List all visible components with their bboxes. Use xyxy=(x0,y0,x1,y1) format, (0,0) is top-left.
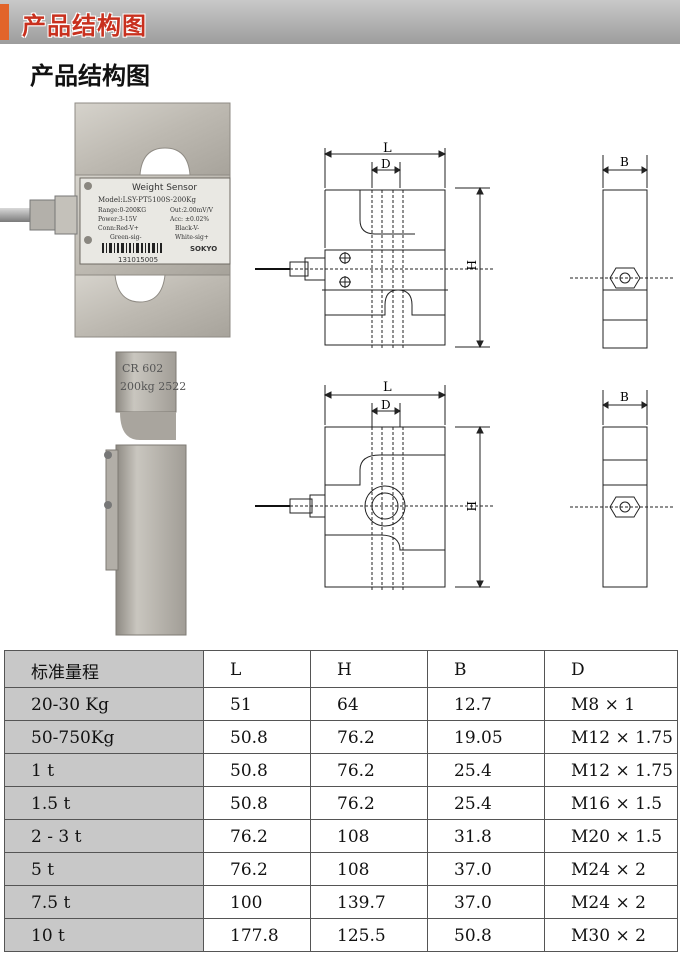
dim-L-2: L xyxy=(383,380,392,395)
cell-range: 5 t xyxy=(4,852,204,886)
header-H: H xyxy=(310,650,428,688)
label-range: Range:0-200KG xyxy=(98,207,146,214)
label-green: Green-sig- xyxy=(110,234,142,241)
cell-L: 177.8 xyxy=(203,918,311,952)
cell-B: 12.7 xyxy=(427,687,545,721)
cell-D: M24 × 2 xyxy=(544,885,678,919)
cell-range: 20-30 Kg xyxy=(4,687,204,721)
cell-range: 7.5 t xyxy=(4,885,204,919)
cell-H: 125.5 xyxy=(310,918,428,952)
spec-table: 标准量程 L H B D 20-30 Kg 51 64 12.7 M8 × 1 … xyxy=(4,650,678,952)
cell-L: 50.8 xyxy=(203,786,311,820)
cell-D: M16 × 1.5 xyxy=(544,786,678,820)
stamp-line-1: CR 602 xyxy=(122,362,163,375)
table-row: 50-750Kg 50.8 76.2 19.05 M12 × 1.75 xyxy=(4,720,678,754)
dim-B-1: B xyxy=(620,155,629,169)
cell-B: 31.8 xyxy=(427,819,545,853)
cell-H: 64 xyxy=(310,687,428,721)
table-row: 1 t 50.8 76.2 25.4 M12 × 1.75 xyxy=(4,753,678,787)
cell-H: 76.2 xyxy=(310,786,428,820)
label-title: Weight Sensor xyxy=(132,183,197,193)
table-row: 5 t 76.2 108 37.0 M24 × 2 xyxy=(4,852,678,886)
cell-B: 25.4 xyxy=(427,786,545,820)
cell-H: 108 xyxy=(310,852,428,886)
stamp-line-2: 200kg 2522 xyxy=(120,380,186,393)
cell-L: 51 xyxy=(203,687,311,721)
cell-B: 37.0 xyxy=(427,852,545,886)
cell-H: 139.7 xyxy=(310,885,428,919)
label-brand: SOKYO xyxy=(190,245,217,253)
sensor-front-photo: Weight Sensor Model:LSY-PT5100S-200Kg Ra… xyxy=(0,102,231,338)
table-row: 20-30 Kg 51 64 12.7 M8 × 1 xyxy=(4,687,678,721)
barcode xyxy=(102,243,162,253)
header-range: 标准量程 xyxy=(4,650,204,688)
cell-L: 50.8 xyxy=(203,720,311,754)
dim-H-1: H xyxy=(464,260,478,270)
cell-range: 10 t xyxy=(4,918,204,952)
label-serial: 131015005 xyxy=(118,256,158,264)
label-acc: Acc: ±0.02% xyxy=(169,216,209,223)
cell-B: 25.4 xyxy=(427,753,545,787)
table-row: 2 - 3 t 76.2 108 31.8 M20 × 1.5 xyxy=(4,819,678,853)
cell-L: 76.2 xyxy=(203,852,311,886)
table-row: 1.5 t 50.8 76.2 25.4 M16 × 1.5 xyxy=(4,786,678,820)
cell-D: M12 × 1.75 xyxy=(544,720,678,754)
side-drawing-1: B xyxy=(570,155,675,349)
label-out: Out:2.00mV/V xyxy=(170,207,214,214)
cell-H: 76.2 xyxy=(310,720,428,754)
banner-title: 产品结构图 xyxy=(22,12,147,40)
dim-D-2: D xyxy=(381,398,391,412)
cell-range: 2 - 3 t xyxy=(4,819,204,853)
table-row: 7.5 t 100 139.7 37.0 M24 × 2 xyxy=(4,885,678,919)
page-title: 产品结构图 xyxy=(30,61,150,90)
sensor-side-photo: CR 602 200kg 2522 xyxy=(104,351,187,636)
cell-L: 100 xyxy=(203,885,311,919)
cell-D: M12 × 1.75 xyxy=(544,753,678,787)
cell-range: 1.5 t xyxy=(4,786,204,820)
dim-H-2: H xyxy=(464,501,478,511)
cell-H: 108 xyxy=(310,819,428,853)
cell-D: M24 × 2 xyxy=(544,852,678,886)
header-L: L xyxy=(203,650,311,688)
label-white: White-sig+ xyxy=(175,234,209,241)
cell-range: 50-750Kg xyxy=(4,720,204,754)
cell-B: 50.8 xyxy=(427,918,545,952)
header-B: B xyxy=(427,650,545,688)
front-drawing-2: L D H xyxy=(255,380,495,590)
cell-L: 50.8 xyxy=(203,753,311,787)
dim-L-1: L xyxy=(383,141,392,156)
label-conn-red: Conn:Red-V+ xyxy=(98,225,139,232)
label-model: Model:LSY-PT5100S-200Kg xyxy=(98,196,196,204)
cell-L: 76.2 xyxy=(203,819,311,853)
cell-B: 19.05 xyxy=(427,720,545,754)
label-black: Black-V- xyxy=(175,225,199,232)
header-D: D xyxy=(544,650,678,688)
cell-H: 76.2 xyxy=(310,753,428,787)
section-banner: 产品结构图 xyxy=(0,0,680,44)
cell-D: M8 × 1 xyxy=(544,687,678,721)
front-drawing-1: L D H xyxy=(255,141,495,350)
banner-accent-bar xyxy=(0,4,9,40)
cell-D: M30 × 2 xyxy=(544,918,678,952)
side-drawing-2: B xyxy=(570,390,675,588)
cell-D: M20 × 1.5 xyxy=(544,819,678,853)
table-header-row: 标准量程 L H B D xyxy=(4,650,678,688)
cell-B: 37.0 xyxy=(427,885,545,919)
table-row: 10 t 177.8 125.5 50.8 M30 × 2 xyxy=(4,918,678,952)
cell-range: 1 t xyxy=(4,753,204,787)
label-power: Power:3-15V xyxy=(98,216,137,223)
dim-B-2: B xyxy=(620,390,629,404)
dim-D-1: D xyxy=(381,157,391,171)
